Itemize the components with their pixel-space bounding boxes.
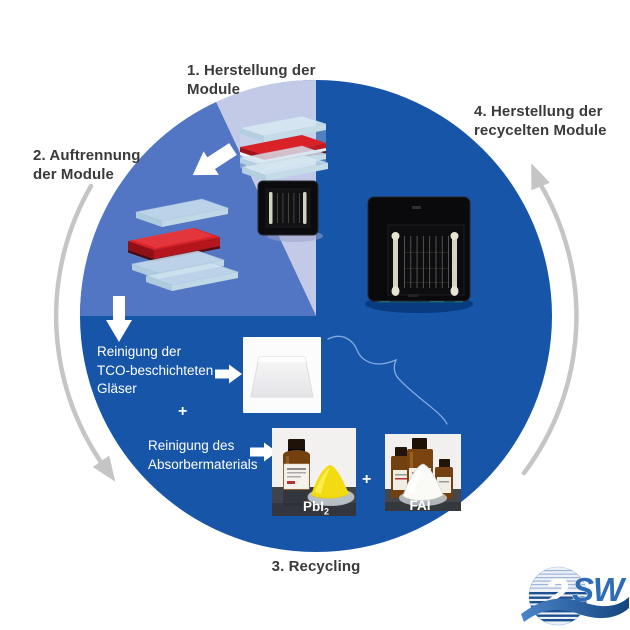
module-stack-illustration [239, 115, 329, 181]
step1-label-line1: 1. Herstellung der [187, 62, 316, 79]
tco-label-line3: Gläser [97, 381, 137, 396]
plus-materials: + [362, 471, 372, 488]
tco-label-line2: TCO-beschichteten [97, 362, 214, 378]
logo-letter-z: 2 [543, 570, 569, 619]
step4-label: 4. Herstellung der recycelten Module [474, 102, 607, 140]
step2-label: 2. Auftrennung der Module [33, 146, 141, 184]
zsw-logo: 2 SW [521, 566, 629, 626]
plus-rows: + [178, 403, 188, 420]
brace-connector [327, 335, 448, 425]
step1-label-line2: Module [187, 81, 241, 98]
pbi2-label-base: PbI [302, 499, 324, 514]
absorber-cleaning-label: Reinigung des Absorbermaterials [148, 437, 258, 474]
arrow-step1-to-step2-icon [192, 143, 237, 176]
module-photo-large [365, 196, 473, 313]
step4-label-line2: recycelten Module [474, 122, 607, 139]
pbi2-label: PbI2 [288, 499, 344, 517]
step3-label: 3. Recycling [271, 558, 361, 575]
fai-photo [385, 434, 461, 511]
step4-label-line1: 4. Herstellung der [474, 103, 603, 120]
cycle-arrow-left-icon [53, 183, 116, 482]
arrow-down-icon [106, 296, 132, 342]
step2-label-line2: der Module [33, 166, 115, 183]
arrow-right-absorber-icon [250, 442, 277, 462]
arrow-right-glass-icon [215, 364, 242, 384]
module-photo-small [257, 180, 323, 242]
cycle-arrow-right-icon [521, 163, 579, 476]
logo-wave [521, 597, 629, 622]
fai-label: FAI [409, 498, 431, 513]
absorber-label-line1: Reinigung des [148, 438, 235, 453]
glass-photo [243, 337, 321, 413]
pbi2-label-sub: 2 [324, 506, 330, 517]
absorber-label-line2: Absorbermaterials [148, 456, 258, 472]
module-exploded-illustration [128, 198, 240, 291]
step2-label-line1: 2. Auftrennung [33, 147, 141, 164]
tco-label-line1: Reinigung der [97, 344, 182, 359]
step1-label: 1. Herstellung der Module [187, 61, 316, 99]
tco-cleaning-label: Reinigung der TCO-beschichteten Gläser [97, 343, 213, 399]
pbi2-photo [272, 428, 356, 516]
